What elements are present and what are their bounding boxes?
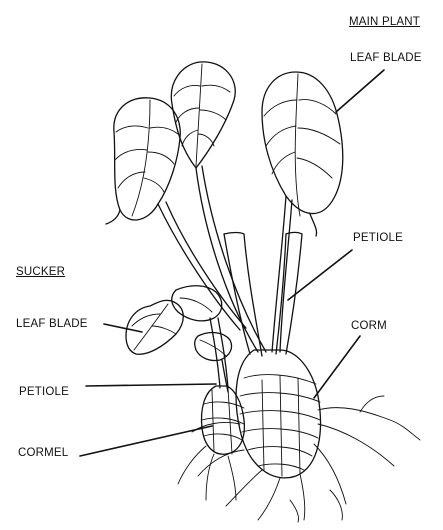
main-leaf-left: [106, 98, 180, 224]
pointer-cormel: [80, 426, 212, 456]
pointer-main-leaf-blade: [336, 70, 384, 112]
corm: [236, 350, 320, 478]
main-petioles: [158, 166, 302, 356]
label-sucker: SUCKER: [16, 266, 65, 278]
label-main-petiole: PETIOLE: [353, 232, 403, 244]
label-main-plant: MAIN PLANT: [349, 16, 420, 28]
cormel: [178, 386, 244, 500]
pointer-sucker-leaf-blade: [104, 324, 142, 332]
label-sucker-petiole: PETIOLE: [19, 386, 69, 398]
pointer-sucker-petiole: [86, 384, 216, 386]
main-leaf-center: [171, 62, 235, 168]
main-leaf-right: [262, 72, 343, 236]
label-cormel: CORMEL: [18, 447, 68, 459]
label-corm: CORM: [351, 320, 387, 332]
pointer-corm: [314, 336, 360, 398]
label-sucker-leaf-blade: LEAF BLADE: [16, 318, 88, 330]
label-main-leaf-blade: LEAF BLADE: [350, 52, 422, 64]
